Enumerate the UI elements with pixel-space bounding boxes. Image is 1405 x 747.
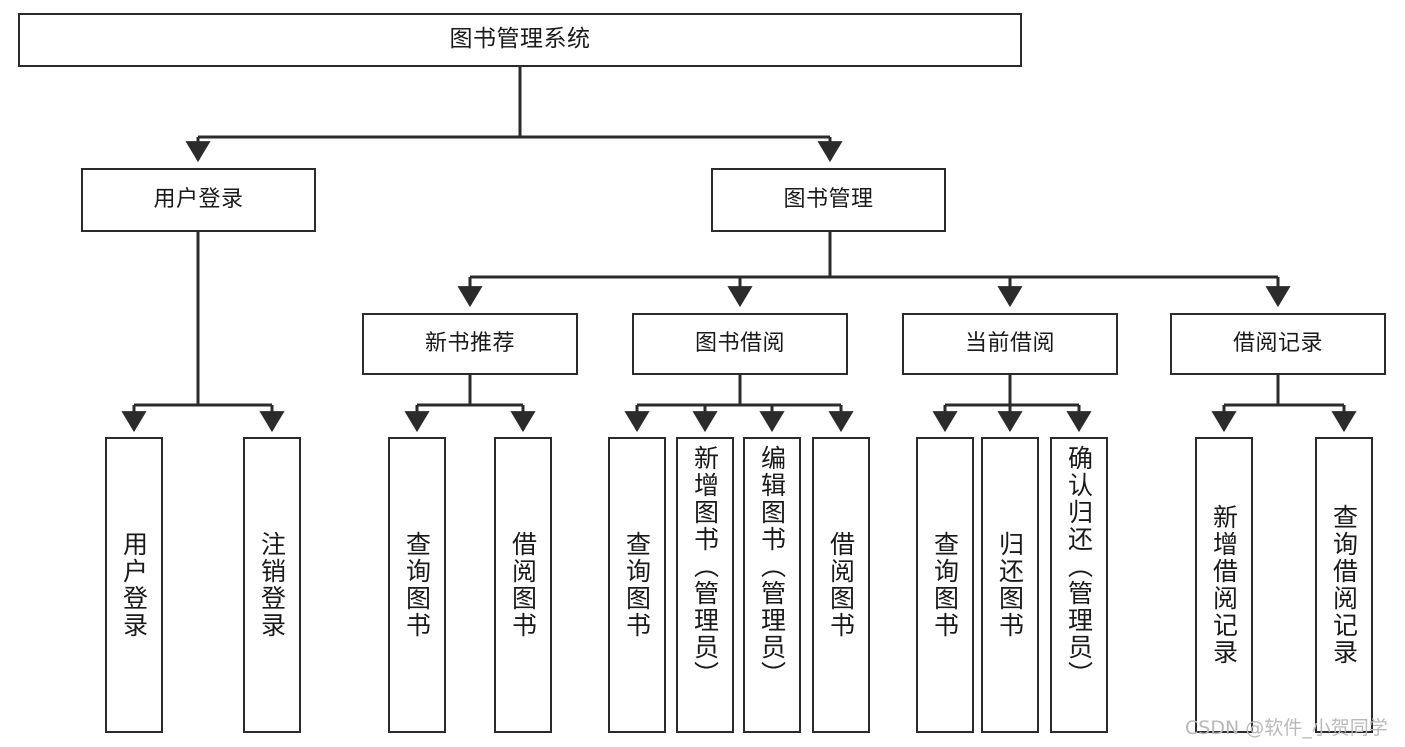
node-leaf-confirm-return[interactable]: 确认归还（管理员） [1050,437,1108,733]
node-leaf-edit-book-label: 编辑图书（管理员） [757,445,787,688]
node-leaf-add-record-label: 新增借阅记录 [1209,504,1239,666]
node-current-borrow-label: 当前借阅 [964,330,1055,356]
node-leaf-edit-book[interactable]: 编辑图书（管理员） [743,437,801,733]
node-leaf-query-book-1[interactable]: 查询图书 [388,437,446,733]
node-book-management-label: 图书管理 [783,186,874,212]
node-leaf-return-book[interactable]: 归还图书 [981,437,1039,733]
node-new-book-recommend-label: 新书推荐 [424,330,515,356]
node-leaf-add-book[interactable]: 新增图书（管理员） [676,437,734,733]
node-book-borrow[interactable]: 图书借阅 [632,313,848,375]
node-leaf-query-book-2[interactable]: 查询图书 [608,437,666,733]
node-borrow-record[interactable]: 借阅记录 [1170,313,1386,375]
node-borrow-record-label: 借阅记录 [1232,330,1323,356]
node-leaf-logout-login[interactable]: 注销登录 [243,437,301,733]
node-leaf-borrow-book-2-label: 借阅图书 [826,531,856,639]
node-root-label: 图书管理系统 [449,26,591,53]
node-root[interactable]: 图书管理系统 [18,13,1022,67]
node-leaf-user-login-label: 用户登录 [119,531,149,639]
node-leaf-query-book-3[interactable]: 查询图书 [916,437,974,733]
node-leaf-query-book-2-label: 查询图书 [622,531,652,639]
node-new-book-recommend[interactable]: 新书推荐 [362,313,578,375]
node-book-borrow-label: 图书借阅 [694,330,785,356]
node-leaf-add-book-label: 新增图书（管理员） [690,445,720,688]
node-leaf-borrow-book-1[interactable]: 借阅图书 [494,437,552,733]
node-user-login-label: 用户登录 [153,186,244,212]
node-book-management[interactable]: 图书管理 [711,168,946,232]
node-leaf-logout-login-label: 注销登录 [257,531,287,639]
node-leaf-borrow-book-1-label: 借阅图书 [508,531,538,639]
node-leaf-confirm-return-label: 确认归还（管理员） [1064,445,1094,688]
node-leaf-borrow-book-2[interactable]: 借阅图书 [812,437,870,733]
node-current-borrow[interactable]: 当前借阅 [902,313,1118,375]
watermark-text: CSDN @软件_小贺同学 [1185,717,1388,739]
node-leaf-add-record[interactable]: 新增借阅记录 [1195,437,1253,733]
node-leaf-query-book-1-label: 查询图书 [402,531,432,639]
node-leaf-query-record[interactable]: 查询借阅记录 [1315,437,1373,733]
node-leaf-query-record-label: 查询借阅记录 [1329,504,1359,666]
node-leaf-return-book-label: 归还图书 [995,531,1025,639]
node-leaf-user-login[interactable]: 用户登录 [105,437,163,733]
node-user-login[interactable]: 用户登录 [81,168,316,232]
node-leaf-query-book-3-label: 查询图书 [930,531,960,639]
